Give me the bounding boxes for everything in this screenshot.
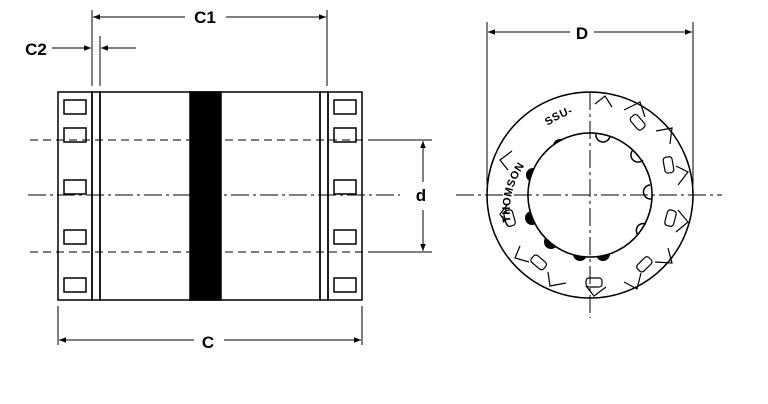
right-end-cap — [319, 91, 363, 301]
dimension-c1-label: C1 — [194, 8, 216, 27]
logo-model: SSU- — [543, 105, 574, 129]
retaining-band — [189, 91, 222, 301]
outer-ring-slots — [503, 113, 677, 288]
bore-scallops — [595, 133, 652, 236]
dimension-c: C — [59, 333, 361, 352]
dimension-d-small: d — [416, 141, 426, 251]
dimension-d-small-label: d — [416, 186, 426, 205]
extension-lines — [57, 10, 432, 345]
dimension-c-label: C — [202, 333, 214, 352]
side-view — [28, 10, 432, 345]
bore-hidden-lines — [30, 139, 410, 253]
dimension-d-large-label: D — [576, 24, 588, 43]
dimension-c2-label: C2 — [25, 40, 47, 59]
left-end-cap — [57, 91, 101, 301]
dimension-c1: C1 — [93, 8, 326, 27]
end-view — [456, 22, 722, 318]
dimension-d-large: D — [488, 24, 692, 43]
dimension-c2: C2 — [25, 40, 136, 59]
logo-brand: THOMSON — [501, 160, 527, 222]
